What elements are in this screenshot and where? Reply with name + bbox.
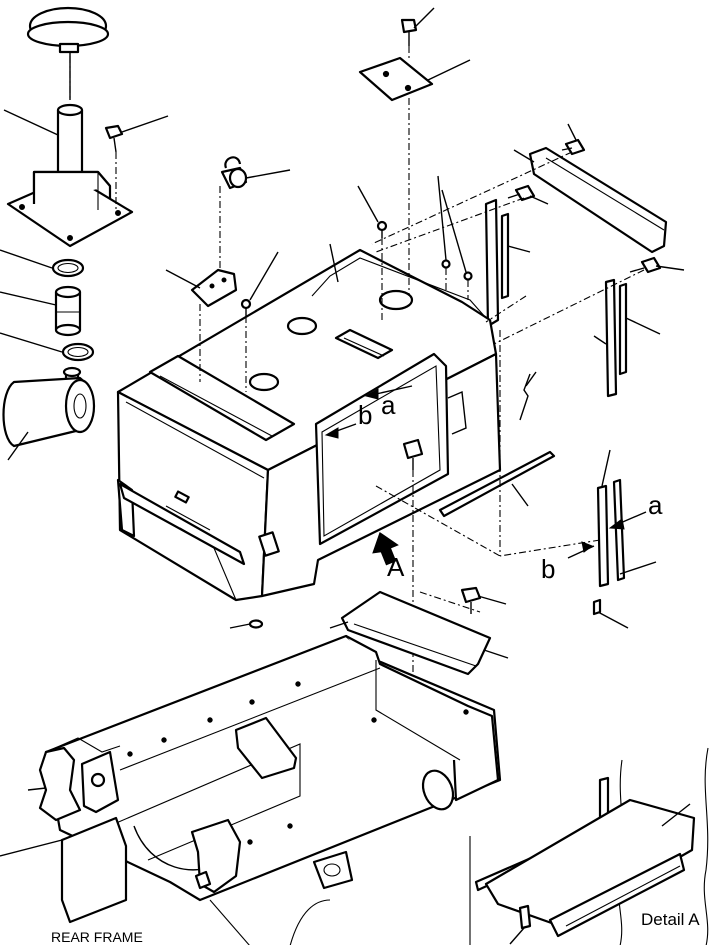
callout-a-side: a [648, 490, 663, 520]
leader-line [525, 371, 537, 387]
leader-line [593, 335, 607, 345]
leader-line [427, 59, 471, 81]
leader-line [483, 649, 509, 659]
center-bolt [402, 438, 424, 470]
leader-line [655, 265, 685, 271]
bolt [561, 138, 586, 156]
leader-line [529, 195, 549, 205]
leader-line [249, 251, 279, 301]
small-screw [376, 220, 388, 238]
leader-line [661, 803, 691, 827]
leader-line [229, 623, 251, 629]
door-seal-detail [592, 478, 626, 616]
small-screw [240, 298, 252, 316]
leader-line [0, 249, 53, 269]
spacer-plate [358, 56, 434, 102]
seal-strip [438, 450, 556, 518]
leader-line [0, 839, 63, 857]
catch-hook [220, 156, 248, 190]
leader-line [121, 115, 169, 133]
leader-line [625, 317, 661, 335]
leader-line [477, 595, 507, 605]
detail-a-view [469, 747, 709, 945]
leader-line [245, 169, 291, 179]
engine-hood [116, 248, 502, 602]
leader-line [567, 123, 577, 141]
leader-line [357, 185, 379, 223]
callout-b-side: b [541, 554, 556, 584]
leader-line [7, 431, 29, 461]
hood-rear-panel [461, 301, 497, 355]
bolt [400, 18, 418, 46]
arrow-a-side [608, 511, 647, 530]
latch-plate [190, 268, 238, 308]
callout-b-main: b [358, 400, 373, 430]
leader-line [329, 243, 339, 283]
leader-line [619, 561, 657, 575]
leader-line [165, 269, 201, 289]
detail-a-caption: Detail A [641, 910, 700, 929]
lower-cover [340, 590, 492, 676]
leader-line [509, 927, 525, 945]
leader-line [3, 109, 59, 136]
leader-line [0, 291, 57, 306]
leader-line [329, 621, 349, 629]
rear-frame-caption: REAR FRAME [51, 929, 143, 945]
clamp-lower [61, 342, 95, 362]
clip-pair [441, 259, 473, 281]
bolt [629, 256, 662, 274]
hose-adapter [54, 285, 82, 337]
bolt [104, 124, 124, 153]
leader-line [27, 787, 47, 791]
rear-deflector [528, 146, 668, 254]
view-arrow-a [372, 532, 399, 566]
air-cleaner-element [2, 366, 96, 448]
leader-line [413, 7, 435, 29]
leader-line [0, 332, 63, 353]
leader-line [441, 189, 467, 273]
arrow-b-main [324, 423, 357, 439]
callout-a-main: a [381, 390, 396, 420]
bolt [460, 586, 482, 614]
clamp-upper [51, 258, 85, 278]
leader-line [513, 149, 535, 163]
side-strip-right [604, 278, 628, 398]
bolt [507, 184, 536, 202]
arrow-b-side [567, 541, 595, 559]
leader-line [507, 245, 531, 253]
leader-line [437, 175, 447, 261]
small-washer [248, 619, 264, 629]
precleaner-assembly [6, 6, 134, 248]
rear-frame [38, 634, 502, 945]
leader-line [601, 449, 611, 487]
arrow-a-main [364, 385, 413, 400]
small-spring-clip [519, 373, 531, 421]
leader-line [511, 483, 529, 507]
view-arrow-label: A [387, 552, 405, 582]
leader-line [597, 611, 629, 629]
side-strip-upper [484, 198, 510, 328]
